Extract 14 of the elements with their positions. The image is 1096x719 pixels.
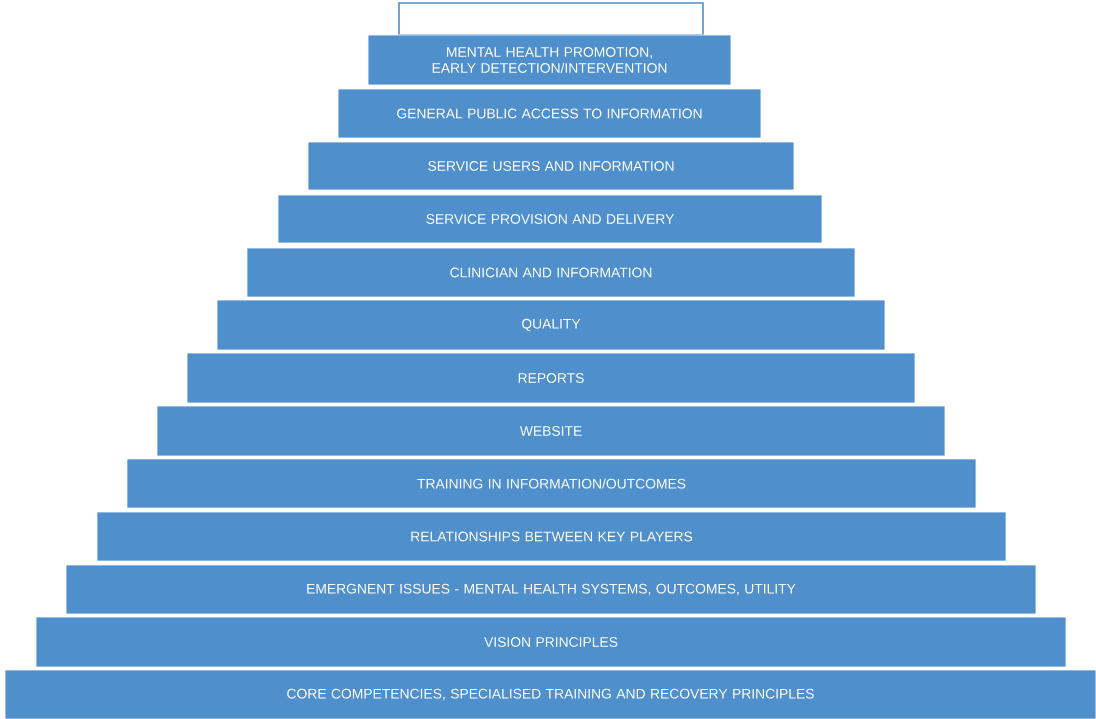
- pyramid-tier: CORE COMPETENCIES, SPECIALISED TRAINING AND RECOVERY PRINCIPLES: [4, 669, 1096, 719]
- pyramid-tier: TRAINING IN INFORMATION/OUTCOMES: [126, 458, 977, 509]
- pyramid-tier: SERVICE USERS AND INFORMATION: [307, 141, 795, 191]
- pyramid-tier: REPORTS: [186, 352, 916, 404]
- pyramid-tier: GENERAL PUBLIC ACCESS TO INFORMATION: [337, 88, 762, 139]
- pyramid-tier: EMERGNENT ISSUES - MENTAL HEALTH SYSTEMS, OUTCOMES, UTILITY: [65, 564, 1037, 615]
- pyramid-tier: MENTAL HEALTH PROMOTION, EARLY DETECTION/INTERVENTION: [367, 34, 732, 86]
- pyramid-tier: RELATIONSHIPS BETWEEN KEY PLAYERS: [96, 511, 1007, 562]
- pyramid-tier: SERVICE PROVISION AND DELIVERY: [277, 194, 823, 244]
- pyramid-tier: WEBSITE: [156, 405, 946, 457]
- pyramid-tier: QUALITY: [216, 299, 886, 351]
- pyramid-tier: VISION PRINCIPLES: [35, 616, 1067, 668]
- empty-box: [398, 2, 704, 36]
- pyramid-tier: CLINICIAN AND INFORMATION: [246, 247, 856, 298]
